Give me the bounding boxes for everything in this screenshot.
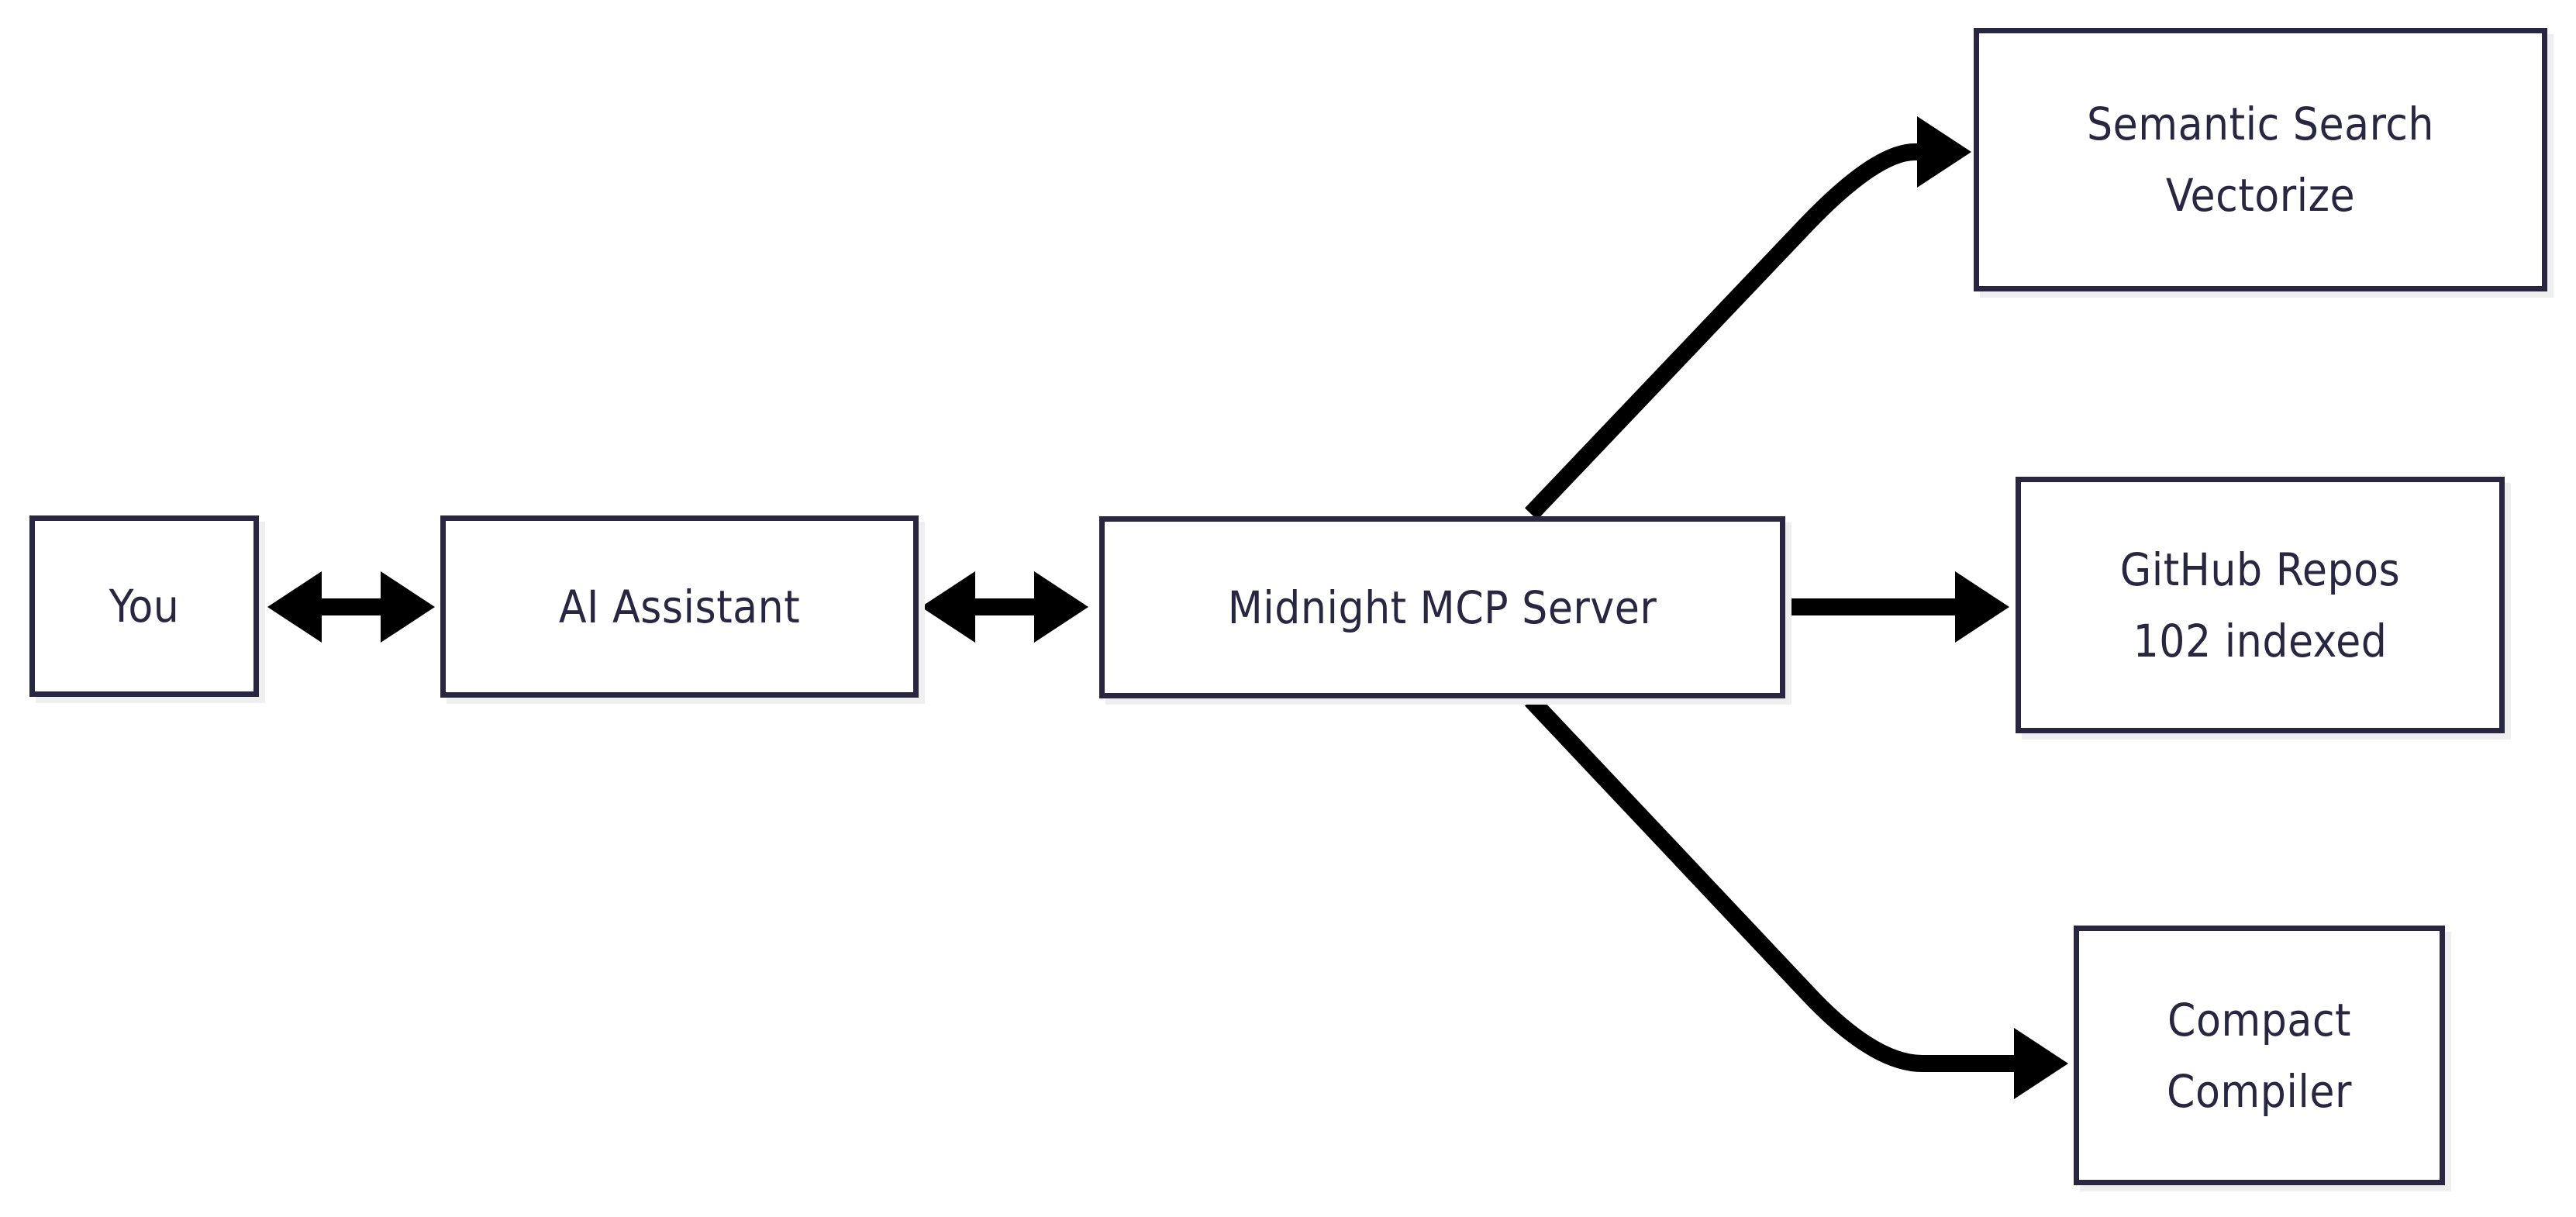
- node-semantic-search-vectorize[interactable]: Semantic Search Vectorize: [1974, 28, 2547, 291]
- node-compact-compiler-label-line1: Compact: [2167, 993, 2351, 1046]
- node-ai-assistant-label-line1: AI Assistant: [558, 580, 801, 633]
- node-midnight-mcp-server-label-line1: Midnight MCP Server: [1227, 581, 1657, 634]
- edge-mcp-semantic-search: [1525, 116, 1971, 520]
- node-compact-compiler-label-line2: Compiler: [2167, 1064, 2352, 1118]
- edge-mcp-github-repos: [1785, 571, 2009, 643]
- node-compact-compiler[interactable]: Compact Compiler: [2074, 926, 2445, 1185]
- node-you-label-line1: You: [109, 580, 180, 633]
- edge-you-ai-assistant: [267, 571, 435, 643]
- node-you[interactable]: You: [29, 515, 259, 697]
- node-github-repos[interactable]: GitHub Repos 102 indexed: [2016, 477, 2505, 733]
- node-github-repos-label-line2: 102 indexed: [2133, 614, 2388, 667]
- edge-ai-assistant-mcp: [921, 571, 1088, 643]
- node-midnight-mcp-server[interactable]: Midnight MCP Server: [1099, 516, 1785, 698]
- node-semantic-search-vectorize-label-line1: Semantic Search: [2087, 98, 2434, 150]
- edge-mcp-compact-compiler: [1524, 694, 2068, 1099]
- node-github-repos-label-line1: GitHub Repos: [2119, 543, 2401, 596]
- node-semantic-search-vectorize-label-line2: Vectorize: [2165, 169, 2356, 222]
- node-ai-assistant[interactable]: AI Assistant: [440, 515, 919, 698]
